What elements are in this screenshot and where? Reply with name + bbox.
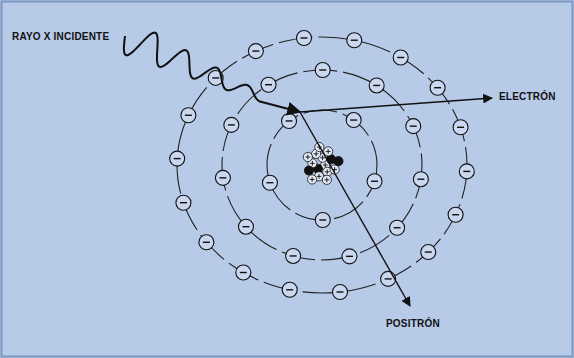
- particle-label: POSITRÓN: [386, 318, 440, 330]
- electron-symbol: [381, 271, 396, 286]
- electron-symbol: [170, 151, 185, 166]
- electron-symbol: [286, 248, 301, 263]
- electron-symbol: [181, 108, 196, 123]
- electron-symbol: [333, 285, 348, 300]
- electron-symbol: [346, 113, 361, 128]
- x-ray-wave: [124, 33, 300, 112]
- electron-symbol: [367, 174, 382, 189]
- electron-symbol: [282, 282, 297, 297]
- electron-symbol: [296, 30, 311, 45]
- electron-symbol: [413, 172, 428, 187]
- electrons: [170, 30, 475, 299]
- electron-symbol: [315, 212, 330, 227]
- electron-symbol: [238, 219, 253, 234]
- electron-symbol: [248, 44, 263, 59]
- positron-track: [300, 112, 410, 306]
- electron-track: [300, 98, 492, 112]
- electron-symbol: [390, 220, 405, 235]
- shell: [222, 70, 422, 260]
- electron-symbol: [421, 245, 436, 260]
- electron-symbol: [453, 120, 468, 135]
- electron-symbol: [342, 249, 357, 264]
- particle-label: ELECTRÓN: [499, 91, 556, 103]
- electron-symbol: [176, 195, 191, 210]
- electron-symbol: [282, 113, 297, 128]
- electron-symbol: [236, 265, 251, 280]
- electron-symbol: [369, 78, 384, 93]
- electron-symbol: [406, 119, 421, 134]
- shell: [267, 110, 377, 220]
- electron-symbol: [393, 50, 408, 65]
- electron-symbol: [224, 117, 239, 132]
- electron-symbol: [261, 77, 276, 92]
- electron-symbol: [430, 80, 445, 95]
- electron-symbol: [459, 164, 474, 179]
- electron-symbol: [215, 170, 230, 185]
- electron-symbol: [199, 235, 214, 250]
- electron-symbol: [448, 207, 463, 222]
- electron-symbol: [262, 175, 277, 190]
- electron-symbol: [315, 63, 330, 78]
- ray-label: RAYO X INCIDENTE: [12, 31, 109, 43]
- electron-symbol: [347, 33, 362, 48]
